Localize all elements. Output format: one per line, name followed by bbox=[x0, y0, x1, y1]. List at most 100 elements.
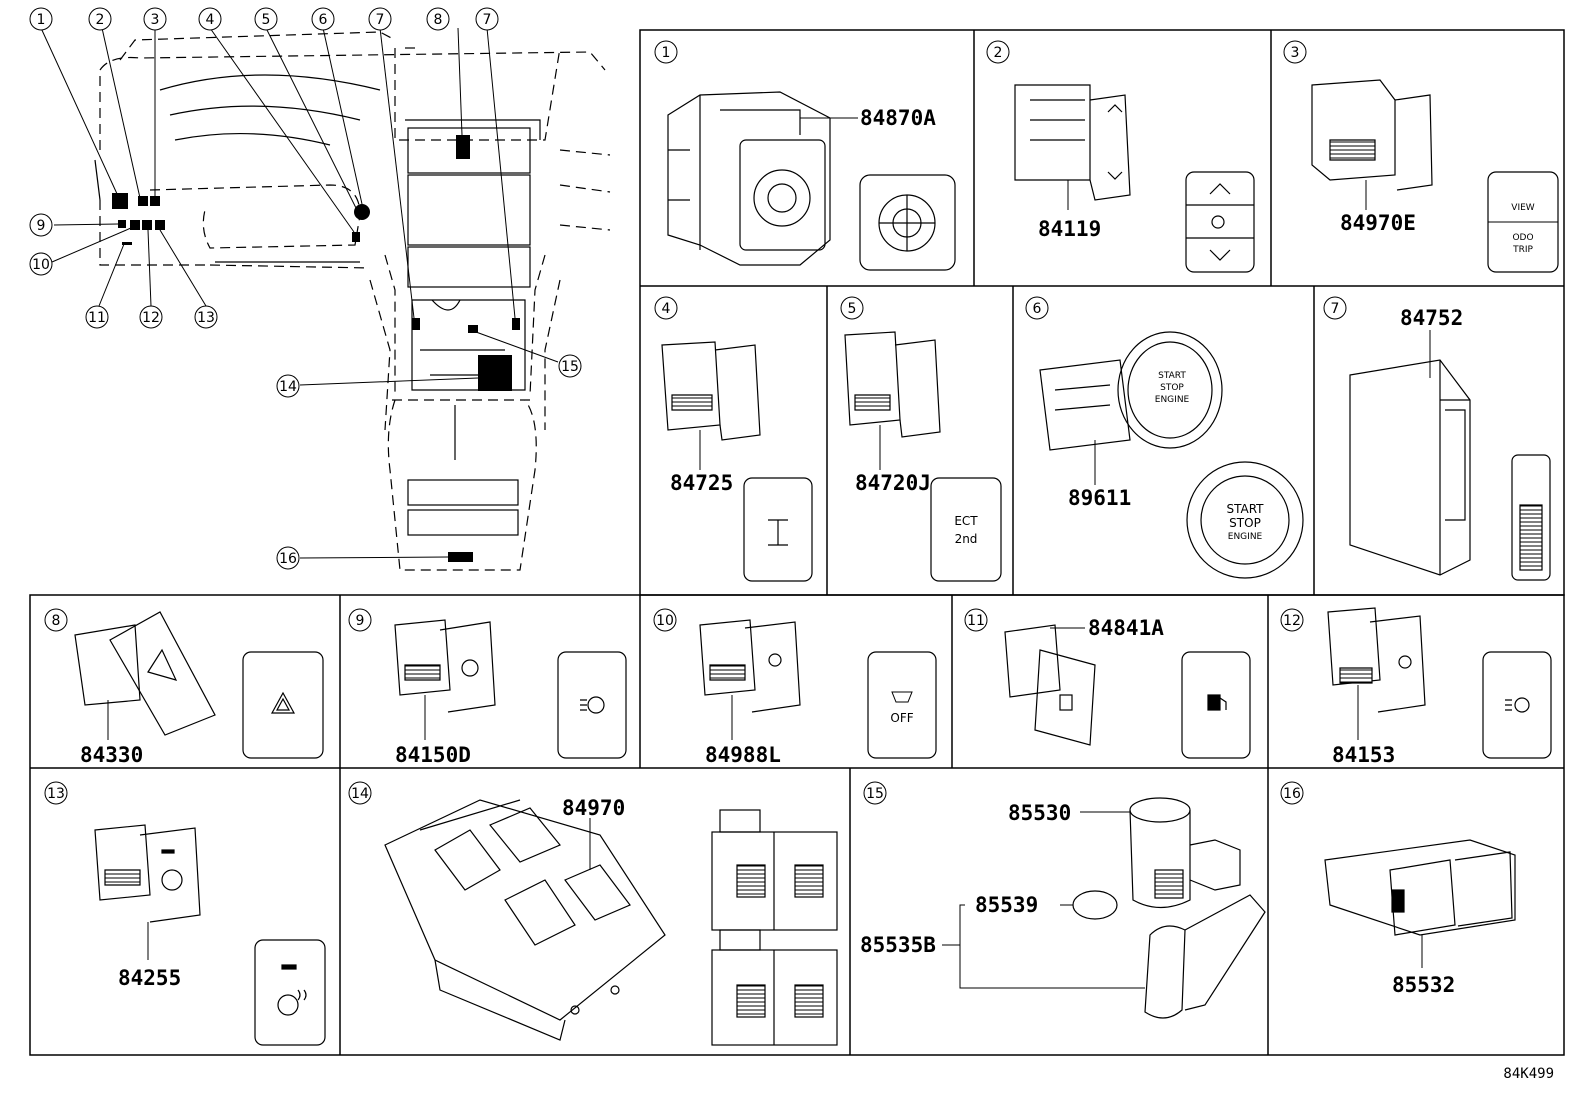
part-84725: 84725 bbox=[670, 471, 733, 495]
svg-text:12: 12 bbox=[1283, 613, 1301, 629]
part-84988L: 84988L bbox=[705, 743, 781, 767]
seat-heater-switch-icon bbox=[1511, 454, 1551, 581]
svg-text:7: 7 bbox=[1331, 301, 1340, 317]
svg-text:15: 15 bbox=[561, 359, 579, 375]
dashboard-leader-lines bbox=[40, 27, 559, 559]
panel-15: 15 85530 85539 85535B bbox=[860, 781, 1266, 1019]
mirror-switch-icon bbox=[859, 174, 956, 271]
dashboard-switch-markers bbox=[112, 135, 520, 562]
svg-text:4: 4 bbox=[206, 12, 215, 28]
callout-13: 13 bbox=[194, 305, 218, 329]
part-85532: 85532 bbox=[1392, 973, 1455, 997]
svg-text:TRIP: TRIP bbox=[1512, 245, 1533, 255]
svg-text:13: 13 bbox=[47, 786, 65, 802]
dashboard-overview bbox=[94, 31, 611, 571]
svg-text:1: 1 bbox=[662, 45, 671, 61]
svg-text:10: 10 bbox=[32, 257, 50, 273]
power-outlet-drawing bbox=[1072, 797, 1266, 1019]
part-84720J: 84720J bbox=[855, 471, 931, 495]
callout-4: 4 bbox=[198, 7, 222, 31]
svg-text:16: 16 bbox=[279, 551, 297, 567]
dashboard-callouts: 1 2 3 4 5 6 7 8 7 9 10 11 12 13 14 15 16 bbox=[29, 7, 582, 570]
seat-heater-module-drawing bbox=[1349, 359, 1471, 576]
part-85539: 85539 bbox=[975, 893, 1038, 917]
push-start-switch-drawing bbox=[1039, 331, 1223, 451]
callout-15: 15 bbox=[558, 354, 582, 378]
svg-text:2: 2 bbox=[96, 12, 105, 28]
panel-5: 5 84720J ECT 2nd bbox=[840, 296, 1002, 582]
part-84870A: 84870A bbox=[860, 106, 936, 130]
svg-text:ENGINE: ENGINE bbox=[1228, 532, 1263, 542]
panel-13: 13 84255 bbox=[44, 781, 326, 1046]
svg-text:4: 4 bbox=[662, 301, 671, 317]
ect-switch-drawing bbox=[844, 331, 941, 438]
auto-headlamp-switch-drawing bbox=[1327, 607, 1426, 713]
svg-text:11: 11 bbox=[967, 613, 985, 629]
panel-grid bbox=[29, 29, 1565, 1056]
svg-text:3: 3 bbox=[1291, 45, 1300, 61]
svg-text:16: 16 bbox=[1283, 786, 1301, 802]
svg-text:STOP: STOP bbox=[1229, 516, 1261, 530]
part-84970E: 84970E bbox=[1340, 211, 1416, 235]
usb-charger-drawing bbox=[1324, 839, 1516, 936]
auto-headlamp-switch-icon bbox=[1482, 651, 1552, 759]
svg-text:START: START bbox=[1158, 371, 1186, 381]
svg-text:3: 3 bbox=[151, 12, 160, 28]
4wd-switch-drawing bbox=[661, 341, 761, 441]
panel-6: 6 START STOP ENGINE 89611 START STOP ENG… bbox=[1025, 296, 1304, 579]
fuel-lid-switch-drawing bbox=[1004, 624, 1096, 746]
fog-light-switch-icon bbox=[557, 651, 627, 759]
svg-text:8: 8 bbox=[52, 613, 61, 629]
push-start-switch-icon: START STOP ENGINE bbox=[1186, 461, 1304, 579]
ect-switch-icon: ECT 2nd bbox=[930, 477, 1002, 582]
console-switch-icons bbox=[711, 809, 838, 1046]
svg-text:2nd: 2nd bbox=[955, 532, 978, 546]
4wd-switch-icon bbox=[743, 477, 813, 582]
svg-text:OFF: OFF bbox=[890, 711, 913, 725]
panel-11: 11 84841A bbox=[964, 608, 1251, 759]
part-84119: 84119 bbox=[1038, 217, 1101, 241]
panel-3: 3 84970E VIEW ODO TRIP bbox=[1283, 40, 1559, 273]
callout-8: 8 bbox=[426, 7, 450, 31]
mirror-switch-drawing bbox=[667, 91, 831, 266]
svg-text:5: 5 bbox=[262, 12, 271, 28]
panel-4: 4 84725 bbox=[654, 296, 813, 582]
callout-1: 1 bbox=[29, 7, 53, 31]
callout-5: 5 bbox=[254, 7, 278, 31]
svg-text:ECT: ECT bbox=[954, 514, 978, 528]
svg-text:8: 8 bbox=[434, 12, 443, 28]
panel-10: 10 84988L OFF bbox=[653, 608, 937, 767]
panel-14: 14 84970 bbox=[348, 781, 838, 1046]
part-84841A: 84841A bbox=[1088, 616, 1164, 640]
panel-1: 1 84870A bbox=[654, 40, 956, 271]
vsc-off-switch-icon: OFF bbox=[867, 651, 937, 759]
part-84150D: 84150D bbox=[395, 743, 471, 767]
callout-16: 16 bbox=[276, 546, 300, 570]
console-switch-assy-drawing bbox=[384, 799, 666, 1041]
steering-heater-switch-drawing bbox=[94, 824, 201, 923]
panel-2: 2 84119 bbox=[986, 40, 1255, 273]
svg-text:13: 13 bbox=[197, 310, 215, 326]
svg-text:10: 10 bbox=[656, 613, 674, 629]
svg-text:5: 5 bbox=[848, 301, 857, 317]
callout-14: 14 bbox=[276, 374, 300, 398]
panel-12: 12 84153 bbox=[1280, 607, 1552, 767]
svg-text:ODO: ODO bbox=[1512, 233, 1533, 243]
callout-12: 12 bbox=[139, 305, 163, 329]
callout-10: 10 bbox=[29, 252, 53, 276]
callout-6: 6 bbox=[311, 7, 335, 31]
svg-text:6: 6 bbox=[319, 12, 328, 28]
hazard-switch-drawing bbox=[74, 611, 216, 736]
svg-text:VIEW: VIEW bbox=[1511, 203, 1534, 213]
callout-3: 3 bbox=[143, 7, 167, 31]
svg-text:7: 7 bbox=[376, 12, 385, 28]
part-84970: 84970 bbox=[562, 796, 625, 820]
part-84330: 84330 bbox=[80, 743, 143, 767]
diagram-code: 84K499 bbox=[1503, 1066, 1554, 1082]
part-84752: 84752 bbox=[1400, 306, 1463, 330]
part-85535B: 85535B bbox=[860, 933, 936, 957]
dimmer-switch-drawing bbox=[1014, 84, 1131, 201]
svg-text:7: 7 bbox=[483, 12, 492, 28]
panel-8: 8 84330 bbox=[44, 608, 324, 767]
